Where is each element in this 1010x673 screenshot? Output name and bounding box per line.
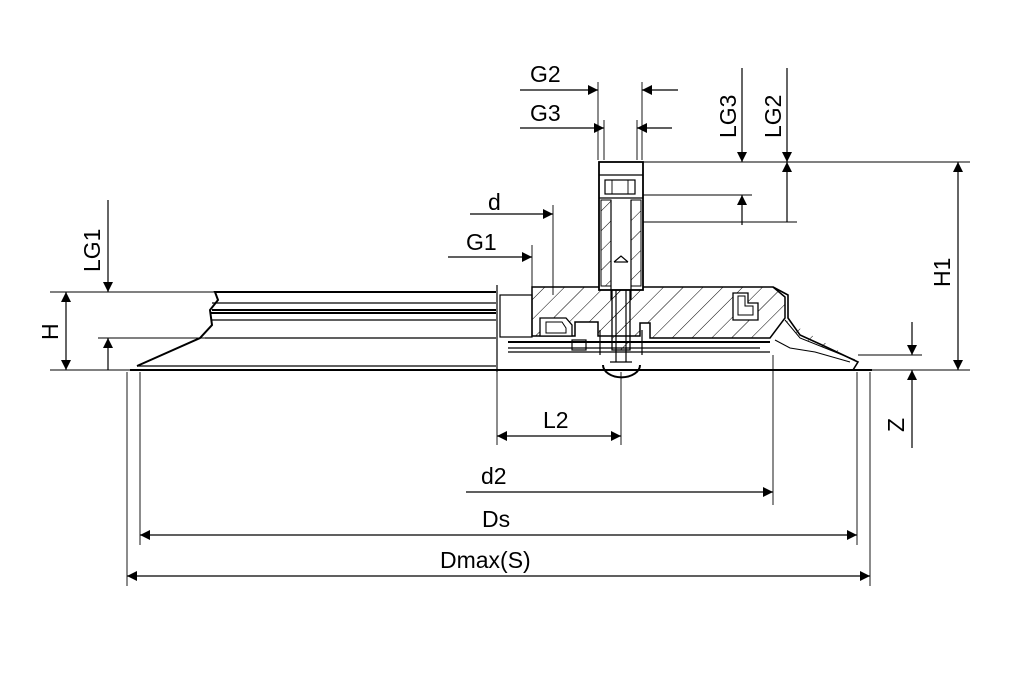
label-lg1: LG1: [79, 229, 105, 272]
label-d2: d2: [481, 463, 507, 489]
label-g2: G2: [530, 61, 561, 87]
label-lg3: LG3: [715, 95, 741, 138]
label-g1: G1: [466, 229, 497, 255]
connection-fitting: [598, 161, 644, 379]
label-lg2: LG2: [760, 95, 786, 138]
suction-cup-body: [130, 285, 872, 372]
label-g3: G3: [530, 100, 561, 126]
label-h1: H1: [929, 258, 955, 287]
dimension-arrows: [61, 68, 963, 581]
label-d: d: [488, 189, 501, 215]
label-z: Z: [883, 418, 909, 432]
label-l2: L2: [543, 407, 569, 433]
dimension-labels: G2 G3 LG3 LG2 d G1 LG1 H H1 Z L2 d2 Ds D…: [37, 61, 955, 573]
label-dmax: Dmax(S): [440, 547, 531, 573]
label-h: H: [37, 323, 63, 340]
extension-lines: [50, 82, 970, 586]
label-ds: Ds: [482, 506, 510, 532]
